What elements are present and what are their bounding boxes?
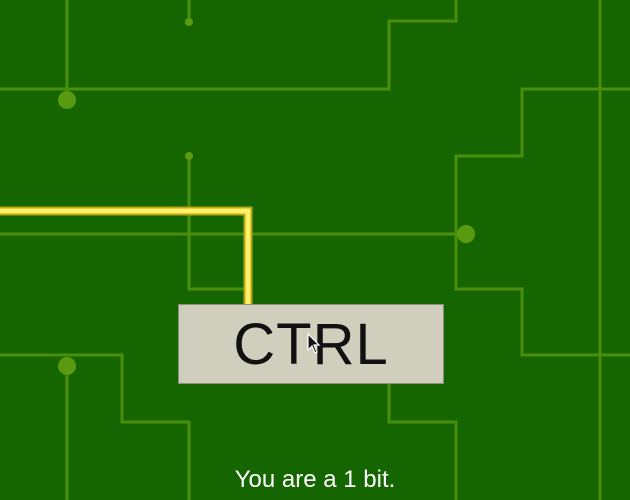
trace-nodes [58,18,475,375]
node-large [58,91,76,109]
trace [0,0,458,91]
trace [0,353,191,500]
node-large [457,225,475,243]
node-small [185,18,193,26]
node-small [185,152,193,160]
status-message: You are a 1 bit. [234,466,396,493]
mouse-pointer-icon [307,333,321,354]
trace [387,384,458,500]
node-large [58,357,76,375]
active-wire-core [0,208,251,304]
active-wire [0,206,253,304]
trace [454,87,630,234]
trace [454,234,630,357]
trace [187,156,245,291]
